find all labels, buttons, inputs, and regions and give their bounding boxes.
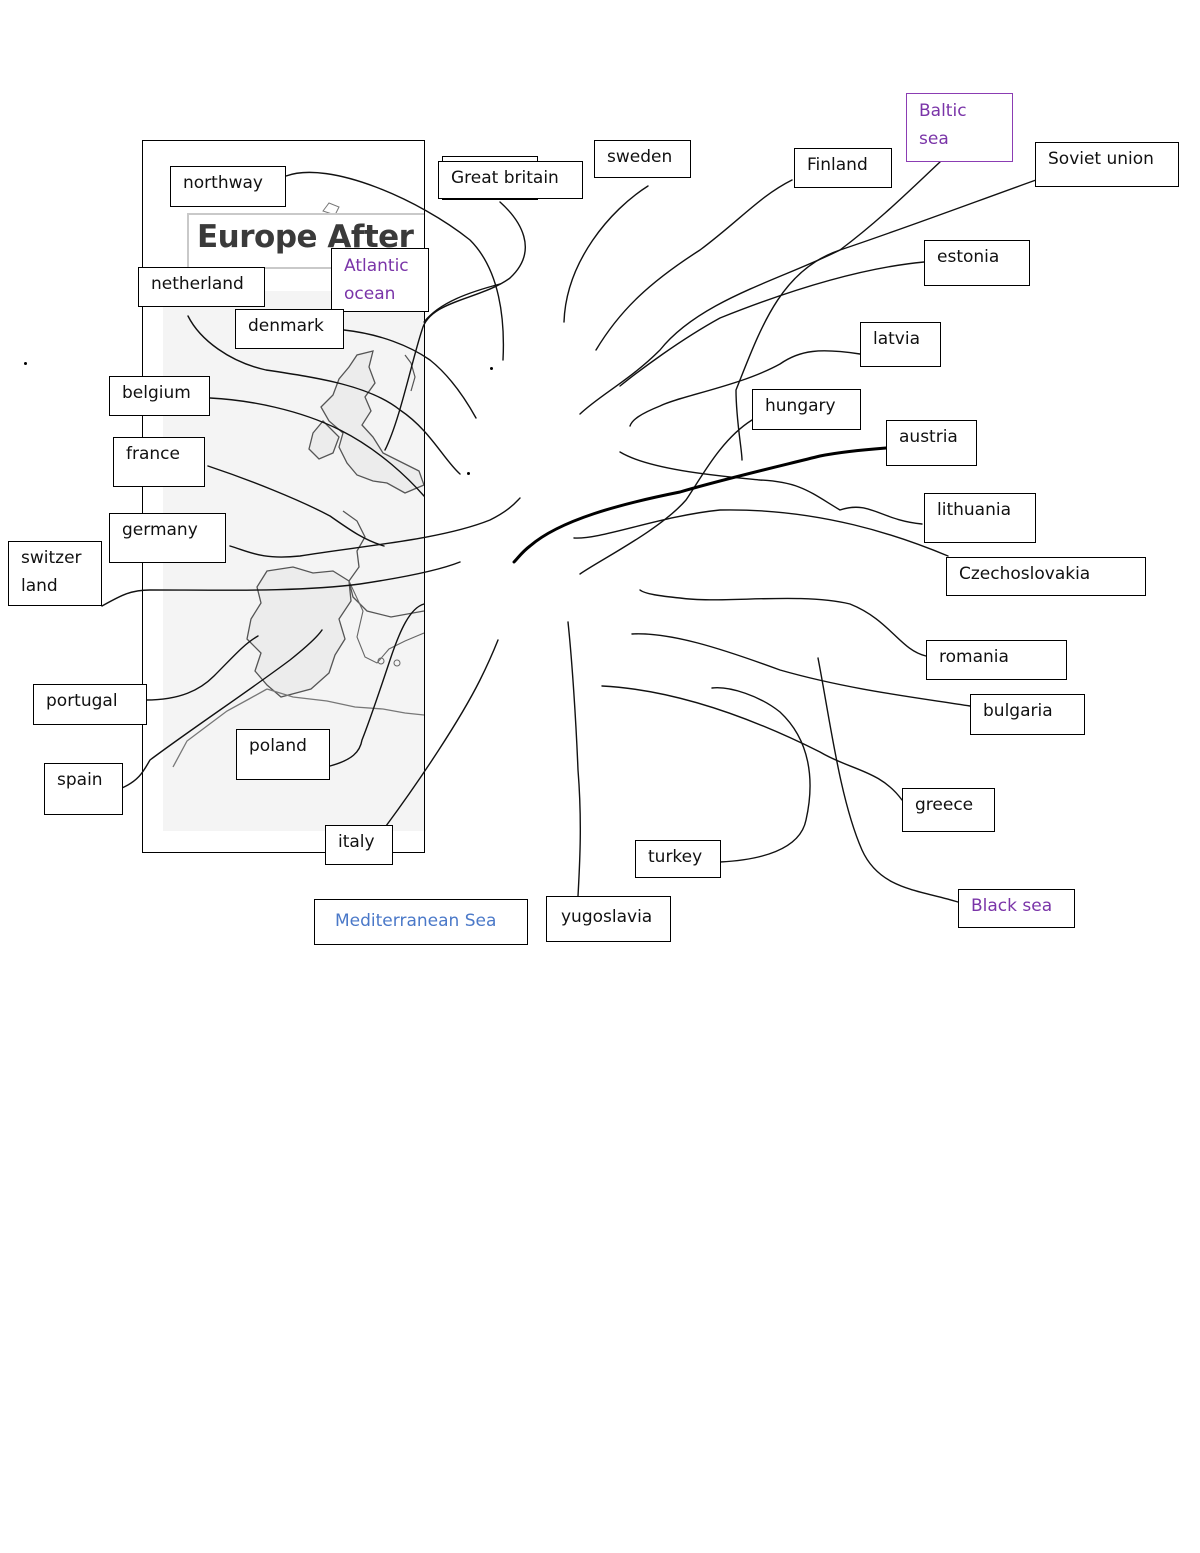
stray-dot-3 [467, 472, 470, 475]
label-greece[interactable]: greece [902, 788, 995, 832]
label-italy[interactable]: italy [325, 825, 393, 865]
label-turkey[interactable]: turkey [635, 840, 721, 878]
alps-border [348, 580, 424, 664]
leader-sweden [563, 185, 649, 323]
leader-belgium [209, 397, 425, 497]
label-switzer-land[interactable]: switzer land [8, 541, 102, 606]
iberia-shape [246, 566, 352, 698]
label-soviet-union[interactable]: Soviet union [1035, 142, 1179, 187]
label-yugoslavia[interactable]: yugoslavia [546, 896, 671, 942]
map-title-box: Europe After W [187, 213, 424, 269]
label-bulgaria[interactable]: bulgaria [970, 694, 1085, 735]
leader-estonia [619, 261, 925, 387]
morocco-coast [172, 688, 268, 768]
leader-turkey [711, 687, 811, 863]
leader-netherland [187, 315, 461, 475]
label-sweden[interactable]: sweden [594, 140, 691, 178]
leader-portugal [145, 635, 259, 701]
label-austria[interactable]: austria [886, 420, 977, 466]
island-2 [393, 659, 401, 667]
leader-great-britain [384, 201, 526, 451]
label-northway[interactable]: northway [170, 166, 286, 207]
label-poland[interactable]: poland [236, 729, 330, 780]
leader-baltic [579, 161, 941, 415]
label-lithuania[interactable]: lithuania [924, 493, 1036, 543]
label-great-britain[interactable]: Great britain [438, 161, 583, 199]
leader-latvia [629, 350, 861, 427]
north-africa-coast [266, 688, 424, 716]
leader-switzerland [101, 561, 461, 607]
france-coast [342, 510, 424, 618]
leader-yugoslavia [567, 621, 582, 897]
label-netherland[interactable]: netherland [138, 267, 265, 307]
label-mediterranean-sea[interactable]: Mediterranean Sea [314, 899, 528, 945]
leader-atlantic [423, 283, 501, 323]
label-germany[interactable]: germany [109, 513, 226, 563]
leader-bulgaria [631, 633, 971, 707]
label-czechoslovakia[interactable]: Czechoslovakia [946, 557, 1146, 596]
label-hungary[interactable]: hungary [752, 389, 861, 430]
scandinavia-fragment [404, 354, 416, 392]
ireland-shape [308, 420, 340, 460]
leader-greece [601, 685, 903, 801]
great-britain-shape [320, 350, 424, 494]
label-estonia[interactable]: estonia [924, 240, 1030, 286]
leader-finland [595, 179, 793, 351]
label-latvia[interactable]: latvia [860, 322, 941, 367]
leader-lithuania [619, 451, 923, 525]
leader-spain [121, 629, 323, 789]
leader-france [207, 465, 385, 547]
island-1 [377, 657, 385, 665]
leader-czechoslovakia [573, 509, 949, 557]
label-black-sea[interactable]: Black sea [958, 889, 1075, 928]
label-france[interactable]: france [113, 437, 205, 487]
leader-black-sea [817, 657, 959, 903]
leader-austria [512, 446, 888, 564]
leader-soviet [735, 179, 1037, 461]
leader-poland [329, 603, 425, 767]
label-baltic-sea[interactable]: Baltic sea [906, 93, 1013, 162]
label-finland[interactable]: Finland [794, 148, 892, 188]
stray-dot-1 [24, 362, 27, 365]
label-denmark[interactable]: denmark [235, 309, 344, 349]
stray-dot-2 [490, 367, 493, 370]
leader-denmark [343, 329, 477, 419]
leader-italy [385, 639, 499, 827]
label-romania[interactable]: romania [926, 640, 1067, 680]
leader-hungary [579, 419, 753, 575]
leader-northway [285, 171, 505, 361]
leader-romania [639, 589, 927, 657]
label-portugal[interactable]: portugal [33, 684, 147, 725]
label-atlantic-ocean[interactable]: Atlantic ocean [331, 248, 429, 312]
label-belgium[interactable]: belgium [109, 376, 210, 416]
leader-germany [229, 497, 521, 558]
label-spain[interactable]: spain [44, 763, 123, 815]
